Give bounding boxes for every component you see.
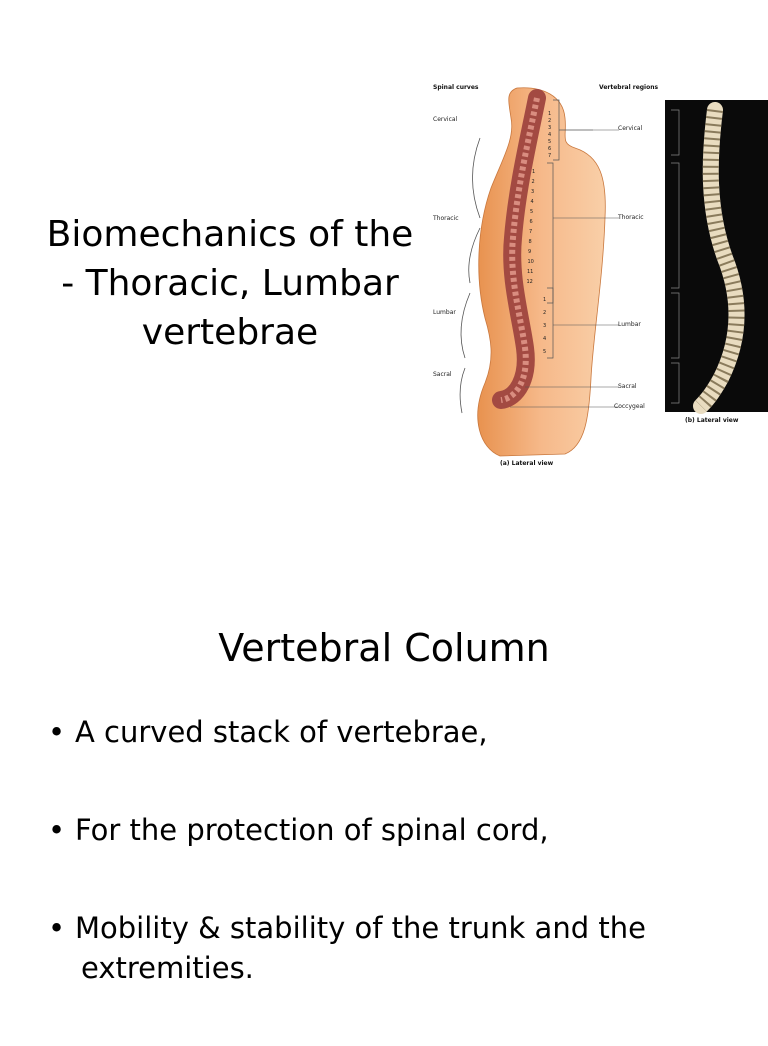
vertebra-number: 6 [548, 146, 552, 152]
vertebra-number: 4 [543, 336, 547, 342]
vertebra-number: 1 [548, 111, 552, 117]
bullet-item: For the protection of spinal cord, [48, 810, 748, 850]
vertebra-number: 2 [543, 310, 547, 316]
curve-label-sacral: Sacral [433, 371, 452, 378]
vertebra-number: 2 [531, 179, 535, 185]
bullet-item: A curved stack of vertebrae, [48, 712, 748, 752]
vertebra-number: 7 [529, 229, 533, 235]
slide-1-title: Biomechanics of the - Thoracic, Lumbar v… [30, 210, 430, 357]
vertebra-number: 1 [532, 169, 536, 175]
vertebra-number: 10 [527, 259, 534, 265]
vertebra-number: 1 [543, 297, 547, 303]
curve-label-thoracic: Thoracic [433, 215, 459, 222]
vertebra-number: 9 [528, 249, 532, 255]
slide-2-title: Vertebral Column [218, 626, 550, 670]
caption-b: (b) Lateral view [685, 417, 739, 424]
slide-2: Vertebral Column A curved stack of verte… [0, 512, 768, 1024]
vertebra-number: 3 [543, 323, 547, 329]
bullet-text-continued: extremities. [81, 951, 254, 985]
bullet-item: Mobility & stability of the trunk and th… [48, 908, 748, 988]
photo-spine [693, 102, 745, 414]
vertebra-number: 2 [548, 118, 552, 124]
figure-heading-spinal-curves: Spinal curves [433, 84, 479, 91]
spine-illustration [459, 87, 768, 457]
region-label-sacral: Sacral [618, 383, 637, 390]
vertebra-number: 7 [548, 153, 552, 159]
slide-1: Biomechanics of the - Thoracic, Lumbar v… [0, 0, 768, 512]
title-line-3: vertebrae [141, 312, 319, 353]
spine-anatomy-figure: Spinal curves Vertebral regions Cervical… [425, 78, 768, 478]
vertebra-number: 5 [530, 209, 534, 215]
curve-label-cervical: Cervical [433, 116, 458, 123]
bullet-text: Mobility & stability of the trunk and th… [75, 911, 646, 945]
body-silhouette [477, 87, 606, 457]
vertebra-number: 5 [543, 349, 547, 355]
vertebra-number: 4 [530, 199, 534, 205]
figure-heading-vertebral-regions: Vertebral regions [599, 84, 659, 91]
vertebra-number: 12 [526, 279, 533, 285]
vertebra-number: 5 [548, 139, 552, 145]
bullet-text: For the protection of spinal cord, [75, 813, 549, 847]
region-label-cervical: Cervical [618, 125, 643, 132]
vertebra-number: 11 [527, 269, 534, 275]
region-label-lumbar: Lumbar [618, 321, 641, 328]
title-line-1: Biomechanics of the [46, 214, 414, 255]
bullet-list: A curved stack of vertebrae, For the pro… [48, 712, 748, 1046]
title-line-2: - Thoracic, Lumbar [61, 263, 399, 304]
caption-a: (a) Lateral view [500, 460, 554, 467]
vertebra-number: 8 [528, 239, 532, 245]
vertebra-number: 3 [531, 189, 535, 195]
vertebra-number: 4 [548, 132, 552, 138]
vertebra-number: 3 [548, 125, 552, 131]
bullet-text: A curved stack of vertebrae, [75, 715, 488, 749]
curve-label-lumbar: Lumbar [433, 309, 456, 316]
region-label-coccygeal: Coccygeal [614, 403, 645, 410]
vertebra-number: 6 [529, 219, 533, 225]
region-label-thoracic: Thoracic [618, 214, 644, 221]
